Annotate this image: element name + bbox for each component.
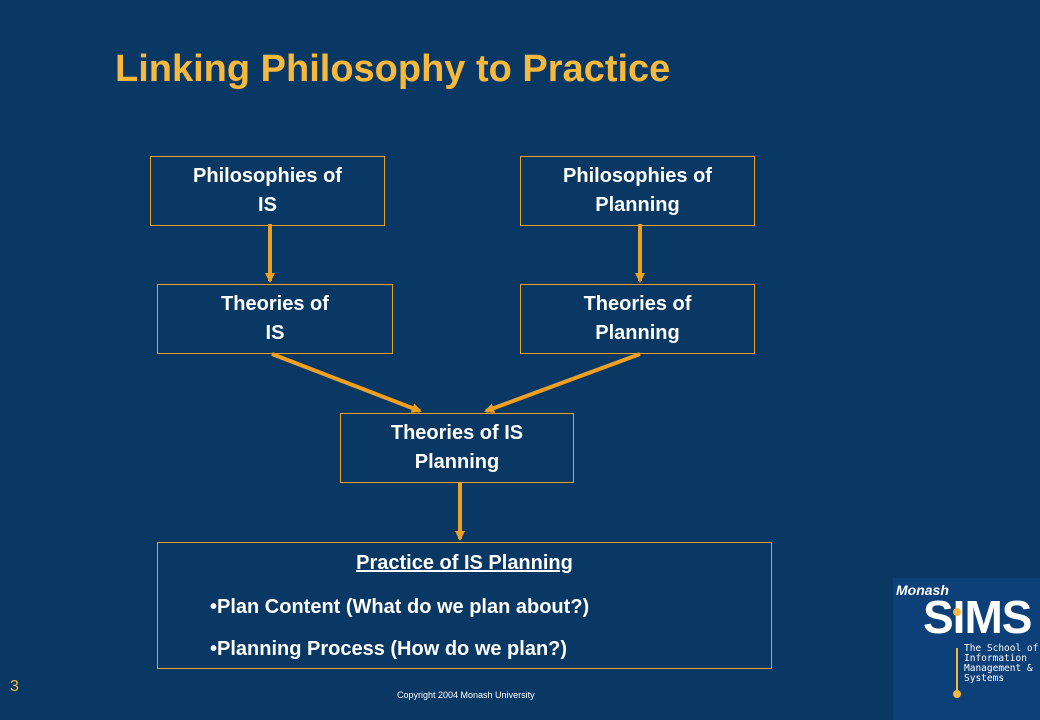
slide-title: Linking Philosophy to Practice bbox=[115, 48, 671, 90]
logo-tagline-line: Management & bbox=[964, 663, 1033, 674]
box-line: Planning bbox=[414, 451, 500, 473]
logo-monash-text: Monash bbox=[896, 582, 949, 598]
logo-tagline-line: Information bbox=[964, 653, 1027, 664]
logo-tagline: The School of Information Management & S… bbox=[964, 644, 1038, 684]
box-line: Theories of bbox=[221, 293, 329, 315]
practice-bullet: •Plan Content (What do we plan about?) bbox=[210, 596, 590, 618]
slide-number: 3 bbox=[10, 678, 19, 695]
practice-heading: Practice of IS Planning bbox=[356, 552, 573, 574]
box-philosophies-of-planning: Philosophies of Planning bbox=[520, 156, 755, 226]
box-theories-of-planning: Theories of Planning bbox=[520, 284, 755, 354]
box-line: Planning bbox=[595, 322, 680, 344]
box-line: Theories of bbox=[583, 293, 692, 315]
sims-logo: Monash SIMS The School of Information Ma… bbox=[893, 578, 1040, 720]
logo-stem-icon bbox=[956, 648, 958, 696]
box-theories-of-is: Theories of IS bbox=[157, 284, 393, 354]
arrow-theo-is-to-theo-isp bbox=[271, 352, 422, 413]
logo-stem-dot-icon bbox=[953, 690, 961, 698]
box-theories-of-is-planning: Theories of IS Planning bbox=[340, 413, 574, 483]
arrow-theo-plan-to-theo-isp bbox=[484, 352, 641, 413]
logo-sims-text: SIMS bbox=[923, 591, 1032, 643]
copyright-notice: Copyright 2004 Monash University bbox=[397, 690, 535, 700]
box-line: IS bbox=[258, 194, 277, 216]
logo-dot-icon bbox=[953, 608, 961, 616]
box-line: Planning bbox=[595, 194, 680, 216]
box-line: Theories of IS bbox=[390, 422, 524, 444]
box-line: Philosophies of bbox=[563, 165, 712, 187]
logo-tagline-line: The School of bbox=[964, 643, 1039, 654]
logo-tagline-line: Systems bbox=[964, 673, 1005, 684]
box-practice-of-is-planning: Practice of IS Planning •Plan Content (W… bbox=[157, 542, 772, 669]
box-philosophies-of-is: Philosophies of IS bbox=[150, 156, 385, 226]
practice-bullet: •Planning Process (How do we plan?) bbox=[210, 638, 568, 660]
box-line: Philosophies of bbox=[193, 165, 342, 187]
box-line: IS bbox=[265, 322, 285, 344]
